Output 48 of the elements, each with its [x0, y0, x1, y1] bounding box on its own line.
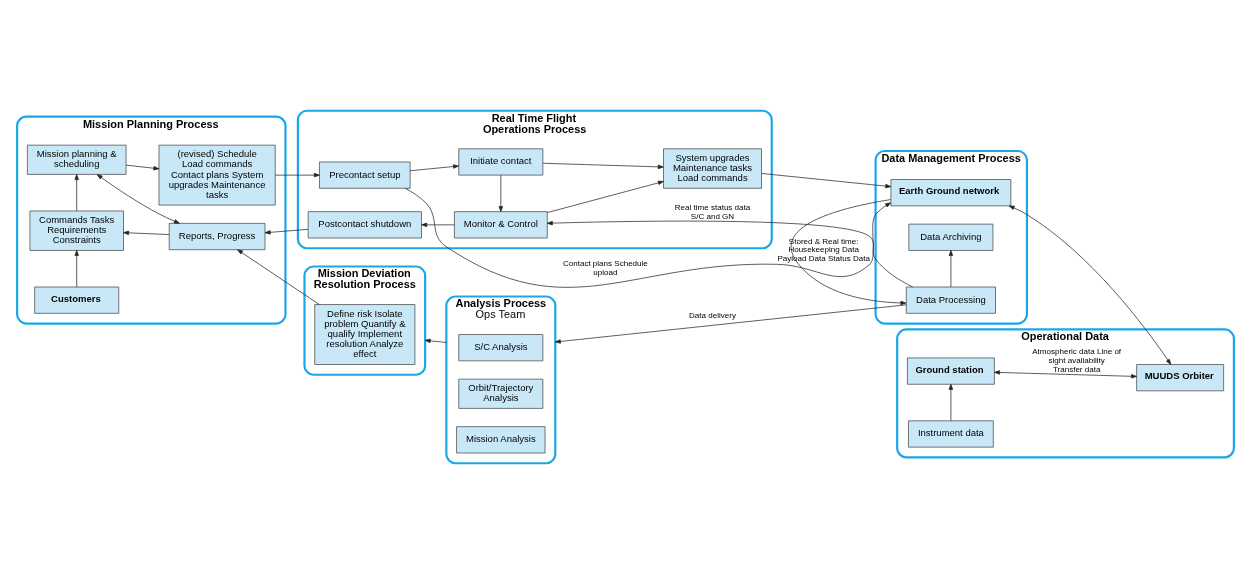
node-box: Earth Ground network	[890, 179, 1012, 207]
node-box: Customers	[34, 286, 120, 314]
arrow	[74, 174, 79, 212]
edge-label: Atmospheric data Line of sight availability Transfer data	[1032, 347, 1122, 374]
edge-label: Stored & Real time: Housekeeping Data Payload Data Status Data	[777, 236, 870, 264]
node-box: (revised) Schedule Load commands Contact plans System upgrades Maintenance tasks	[158, 144, 276, 206]
node-box: Define risk Isolate problem Quantify & qualify Implement resolution Analyze effect	[314, 304, 416, 365]
node-box: Precontact setup	[319, 161, 411, 189]
edge-label: Real time status data S/C and GN	[674, 203, 751, 221]
node-box: MUUDS Orbiter	[1136, 364, 1224, 392]
arrow	[1008, 205, 1172, 365]
arrow	[409, 164, 459, 172]
arrow	[554, 304, 907, 344]
node-box: Commands Tasks Requirements Constraints	[29, 210, 124, 251]
arrow	[123, 230, 170, 235]
arrow	[547, 180, 664, 213]
node-box: Initiate contact	[458, 148, 544, 176]
arrow	[264, 228, 309, 235]
arrow	[74, 250, 79, 288]
arrow	[404, 188, 892, 288]
arrow	[275, 172, 320, 178]
arrow	[424, 338, 447, 343]
arrow	[546, 220, 914, 288]
arrow	[542, 162, 664, 170]
arrow	[761, 173, 892, 189]
arrow	[96, 174, 180, 224]
node-box: System upgrades Maintenance tasks Load commands	[663, 148, 762, 189]
arrow	[237, 249, 320, 305]
arrow	[994, 370, 1137, 379]
node-box: Instrument data	[908, 420, 994, 448]
arrow	[421, 222, 455, 227]
node-box: Data Processing	[905, 286, 996, 314]
node-box: S/C Analysis	[458, 334, 544, 362]
edge-label: Contact plans Schedule upload	[562, 259, 648, 278]
edge-label: Data delivery	[689, 310, 736, 320]
arrow	[498, 174, 503, 212]
node-box: Mission Analysis	[456, 426, 546, 454]
node-box: Monitor & Control	[454, 211, 548, 239]
node-box: Orbit/Trajectory Analysis	[458, 378, 544, 409]
node-box: Reports, Progress	[168, 223, 266, 251]
arrow	[948, 383, 954, 422]
arrow	[948, 250, 954, 288]
node-box: Postcontact shutdown	[307, 211, 422, 239]
node-box: Ground station	[907, 357, 995, 385]
node-box: Data Archiving	[908, 223, 994, 251]
arrow	[790, 199, 907, 306]
arrow	[125, 164, 160, 171]
node-box: Mission planning & scheduling	[27, 144, 127, 175]
